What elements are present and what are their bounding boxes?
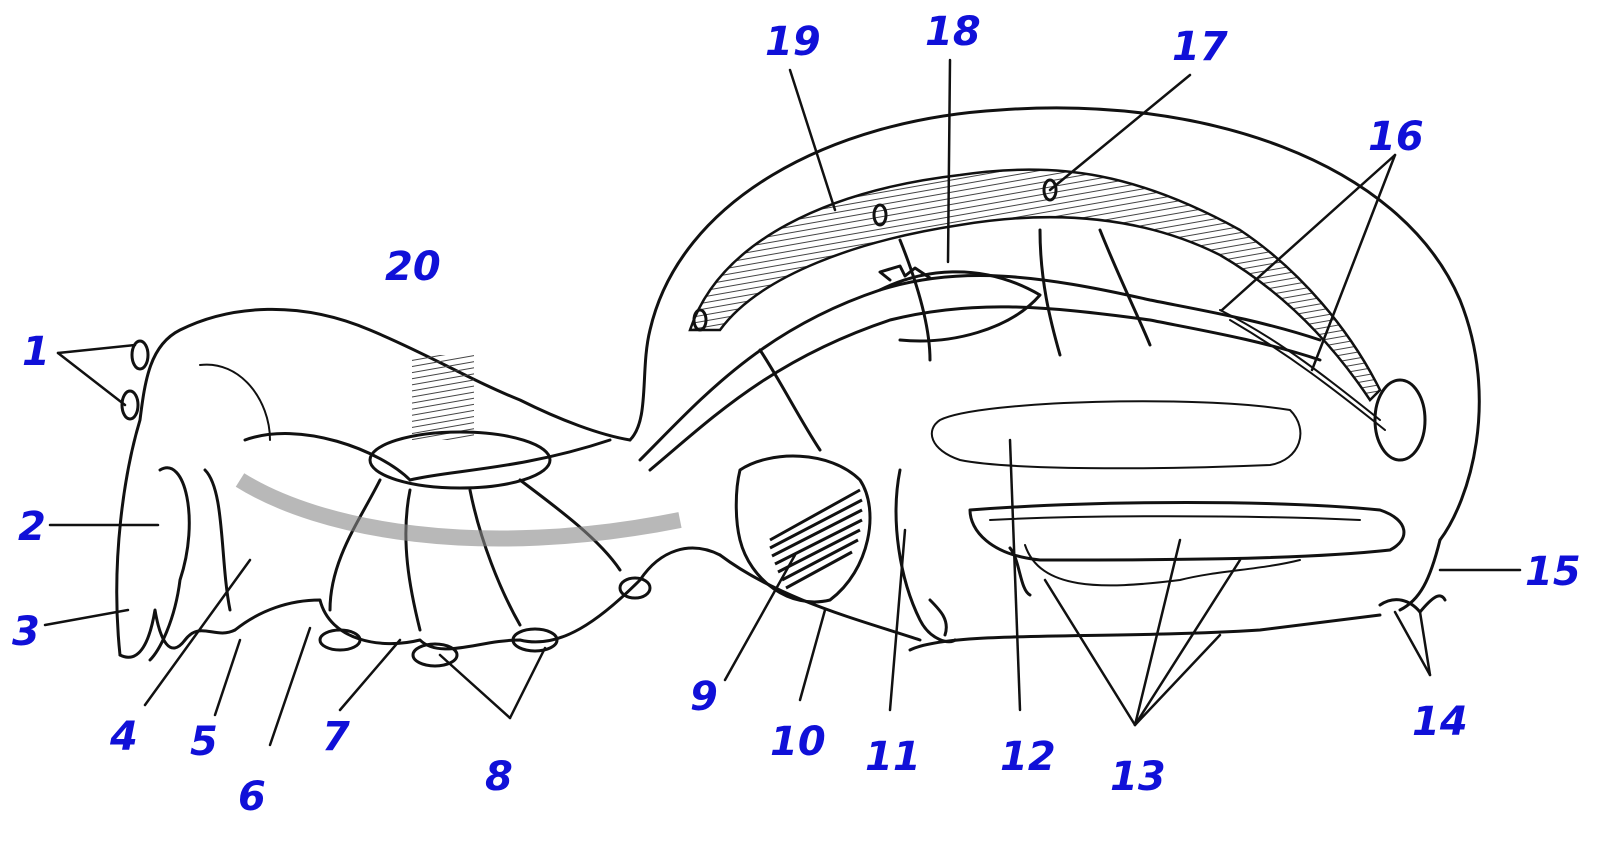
label-8: 8: [485, 754, 513, 800]
label-13: 13: [1110, 754, 1166, 800]
label-16: 16: [1368, 114, 1424, 160]
label-1: 1: [22, 329, 50, 375]
labels: 1 2 3 4 5 6 7 8 9 10 11 12 13 14 15 16 1…: [12, 9, 1581, 820]
midgut-diverticula: [240, 434, 680, 666]
label-9: 9: [690, 674, 718, 720]
label-11: 11: [865, 734, 921, 780]
spinnerets: [1220, 310, 1445, 612]
silk-glands: [896, 401, 1404, 642]
label-14: 14: [1412, 699, 1468, 745]
label-6: 6: [238, 774, 266, 820]
label-12: 12: [1000, 734, 1056, 780]
label-10: 10: [770, 719, 826, 765]
label-17: 17: [1172, 24, 1228, 70]
label-3: 3: [12, 609, 40, 655]
label-2: 2: [18, 504, 46, 550]
leader-lines: [45, 60, 1520, 745]
label-20: 20: [385, 244, 441, 290]
label-19: 19: [765, 19, 821, 65]
label-18: 18: [925, 9, 981, 55]
label-15: 15: [1525, 549, 1581, 595]
label-4: 4: [109, 714, 138, 760]
label-5: 5: [190, 719, 218, 765]
label-7: 7: [322, 714, 350, 760]
book-lung: [736, 456, 870, 602]
